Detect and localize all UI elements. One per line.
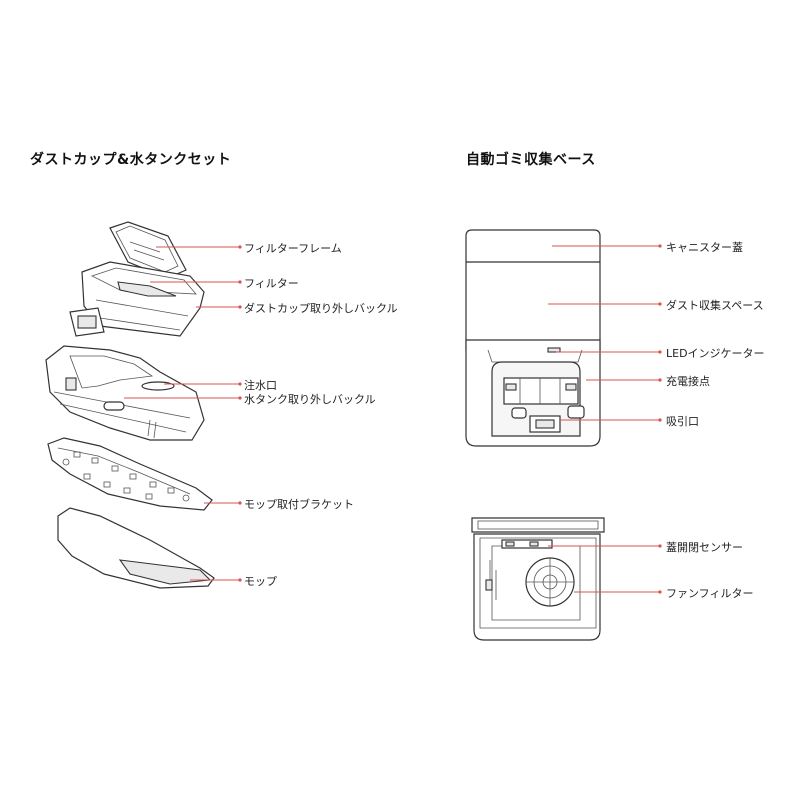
water-tank: [45, 345, 205, 441]
left-section-title: ダストカップ&水タンクセット: [30, 152, 232, 168]
label-charging-contacts: 充電接点: [666, 375, 710, 388]
mop: [57, 507, 215, 589]
left-leader-lines: [124, 245, 242, 582]
label-lid-sensor: 蓋開閉センサー: [666, 541, 743, 554]
dust-cup-assembly: [69, 221, 205, 337]
label-dust-space: ダスト収集スペース: [666, 299, 764, 312]
label-canister-lid: キャニスター蓋: [666, 241, 743, 254]
label-fan-filter: ファンフィルター: [666, 587, 754, 600]
base-lid-open: [471, 517, 605, 641]
label-water-inlet: 注水口: [244, 379, 277, 392]
right-leader-lines: [548, 244, 662, 594]
label-mop: モップ: [244, 575, 277, 588]
label-filter: フィルター: [244, 277, 299, 290]
label-dust-cup-buckle: ダストカップ取り外しバックル: [244, 302, 398, 315]
label-suction-port: 吸引口: [666, 415, 699, 428]
mop-bracket: [47, 437, 213, 511]
label-led-indicator: LEDインジケーター: [666, 347, 765, 360]
right-section-title: 自動ゴミ収集ベース: [466, 152, 596, 168]
label-water-tank-buckle: 水タンク取り外しバックル: [244, 393, 376, 406]
label-filter-frame: フィルターフレーム: [244, 242, 342, 255]
label-mop-bracket: モップ取付ブラケット: [244, 498, 354, 511]
base-station: [465, 229, 601, 447]
